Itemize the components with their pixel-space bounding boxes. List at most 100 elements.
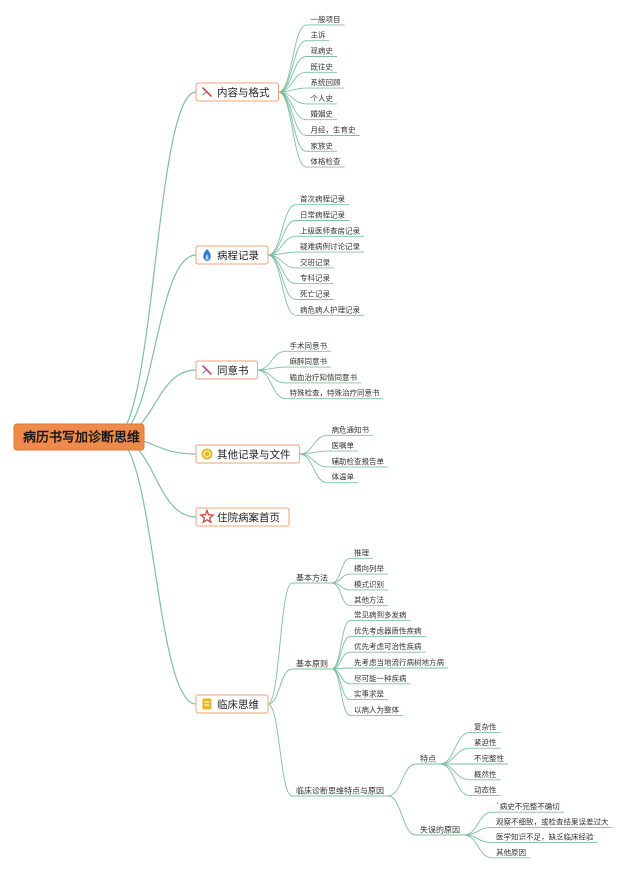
leaf-item: 疑难病例讨论记录 xyxy=(300,241,360,251)
branch-box xyxy=(195,507,290,527)
subgroup-label: 临床诊断思维特点与原因 xyxy=(296,786,384,796)
branch-to-leaf-link xyxy=(299,434,328,455)
branch-to-leaf-link xyxy=(299,450,328,455)
branch-label: 病程记录 xyxy=(217,249,259,262)
subgroup-to-leaf-link xyxy=(331,557,351,584)
leaf-item: 麻醉同意书 xyxy=(290,356,328,366)
leaf-item: 紧迫性 xyxy=(474,737,497,747)
leaf-item: 个人史 xyxy=(311,93,334,103)
leaf-item: 月经，生育史 xyxy=(311,125,356,135)
branch-to-leaf-link xyxy=(278,91,307,152)
branch-node[interactable]: 病程记录 xyxy=(195,245,269,265)
leaf-item: 模式识别 xyxy=(354,579,384,589)
branch-to-leaf-link xyxy=(278,71,307,93)
branch-box xyxy=(195,82,279,102)
subgroup-to-leaf-link xyxy=(331,620,351,670)
leaf-item: 系统回顾 xyxy=(311,77,341,87)
branch-node[interactable]: 其他记录与文件 xyxy=(195,444,300,464)
leaf-item: 实事求是 xyxy=(354,689,384,699)
subgroup-label: 基本方法 xyxy=(296,573,328,583)
leaf-item: 不完整性 xyxy=(474,753,504,763)
root-node-label: 病历书写加诊断思维 xyxy=(23,430,140,446)
subsubgroup-to-leaf-link xyxy=(463,811,493,836)
note-icon xyxy=(202,698,212,710)
branch-to-leaf-link xyxy=(257,350,286,371)
subsubgroup-to-leaf-link xyxy=(439,763,471,781)
leaf-item: 优先考虑可治性疾病 xyxy=(354,641,422,651)
subgroup-label: 基本原则 xyxy=(296,659,328,669)
branch-label: 其他记录与文件 xyxy=(217,448,291,461)
star-icon xyxy=(199,508,215,524)
branch-to-subgroup-link xyxy=(267,703,293,797)
leaf-item: 医学知识不足，缺乏临床经验 xyxy=(496,832,594,842)
root-node[interactable] xyxy=(13,423,145,451)
leaf-item: 其他方法 xyxy=(354,595,384,605)
leaf-item: 交班记录 xyxy=(300,257,330,267)
leaf-item: 家族史 xyxy=(311,140,334,150)
leaf-item: 辅助检查报告单 xyxy=(332,456,385,466)
leaf-item: 死亡记录 xyxy=(300,289,330,299)
branch-to-subgroup-link xyxy=(267,668,293,705)
subsubgroup-label: 失误的原因 xyxy=(420,825,460,835)
branch-to-leaf-link xyxy=(299,453,328,484)
root-to-branch-link xyxy=(113,91,197,438)
subgroup-to-leaf-link xyxy=(331,635,351,670)
leaf-item: 现病史 xyxy=(311,46,334,56)
branch-label: 同意书 xyxy=(217,364,249,377)
leaf-item: 医嘱单 xyxy=(332,440,355,450)
branch-label: 内容与格式 xyxy=(217,86,270,99)
leaf-item: 特殊检查，特殊治疗同意书 xyxy=(290,388,380,398)
branch-node[interactable]: 内容与格式 xyxy=(195,82,279,102)
branch-to-leaf-link xyxy=(257,366,286,371)
branch-to-leaf-link xyxy=(257,369,286,384)
subgroup-to-subsubgroup-link xyxy=(387,763,417,797)
leaf-item: 常见病到多发病 xyxy=(354,610,407,620)
branch-to-leaf-link xyxy=(267,204,297,256)
subsubgroup-label: 特点 xyxy=(420,754,436,764)
branch-to-leaf-link xyxy=(267,254,297,316)
leaf-item: 复杂性 xyxy=(474,721,497,731)
leaf-item: 病危通知书 xyxy=(332,424,370,434)
branch-to-leaf-link xyxy=(267,235,297,256)
flame-icon xyxy=(203,249,211,261)
leaf-item: 输血治疗知情同意书 xyxy=(290,372,358,382)
leaf-item: 手术同意书 xyxy=(290,340,328,350)
subsubgroup-to-leaf-link xyxy=(439,747,471,765)
leaf-item: 上级医师查房记录 xyxy=(300,225,360,235)
pencil-icon xyxy=(202,365,212,375)
subgroup-to-leaf-link xyxy=(331,651,351,670)
subsubgroup-to-leaf-link xyxy=(439,731,471,765)
branch-to-leaf-link xyxy=(278,91,307,121)
subgroup-to-leaf-link xyxy=(331,582,351,607)
leaf-item: 以病人为整体 xyxy=(354,704,399,714)
leaf-item: 专科记录 xyxy=(300,273,330,283)
leaf-item: 婚姻史 xyxy=(311,109,334,119)
branch-to-leaf-link xyxy=(267,254,297,285)
branch-box xyxy=(195,694,269,714)
leaf-item: 病危病人护理记录 xyxy=(300,304,360,314)
branch-to-leaf-link xyxy=(278,56,307,93)
branch-to-leaf-link xyxy=(278,40,307,93)
branch-to-leaf-link xyxy=(257,369,286,400)
pencil-icon xyxy=(202,87,212,97)
leaf-item: 体格检查 xyxy=(311,156,341,166)
root-to-branch-link xyxy=(113,254,197,438)
leaf-item: 主诉 xyxy=(311,30,326,40)
coin-icon xyxy=(201,448,213,460)
leaf-item: 首次病程记录 xyxy=(300,194,345,204)
branch-node[interactable]: 临床思维 xyxy=(195,694,269,714)
leaf-item: `病史不完整不确切 xyxy=(496,801,560,811)
subgroup-to-leaf-link xyxy=(331,668,351,701)
branch-node[interactable]: 住院病案首页 xyxy=(195,507,290,527)
connector-lines xyxy=(113,24,613,859)
branch-box xyxy=(195,245,269,265)
branch-to-leaf-link xyxy=(278,91,307,168)
subgroup-to-leaf-link xyxy=(331,668,351,716)
leaf-item: 优先考虑器质性疾病 xyxy=(354,625,422,635)
leaf-item: 其他原因 xyxy=(496,847,526,857)
leaf-item: 横向列举 xyxy=(354,563,384,573)
branch-box xyxy=(195,444,300,464)
subgroup-to-subsubgroup-link xyxy=(387,795,417,836)
leaf-item: 观察不细致，或检查结果误差过大 xyxy=(496,816,609,826)
